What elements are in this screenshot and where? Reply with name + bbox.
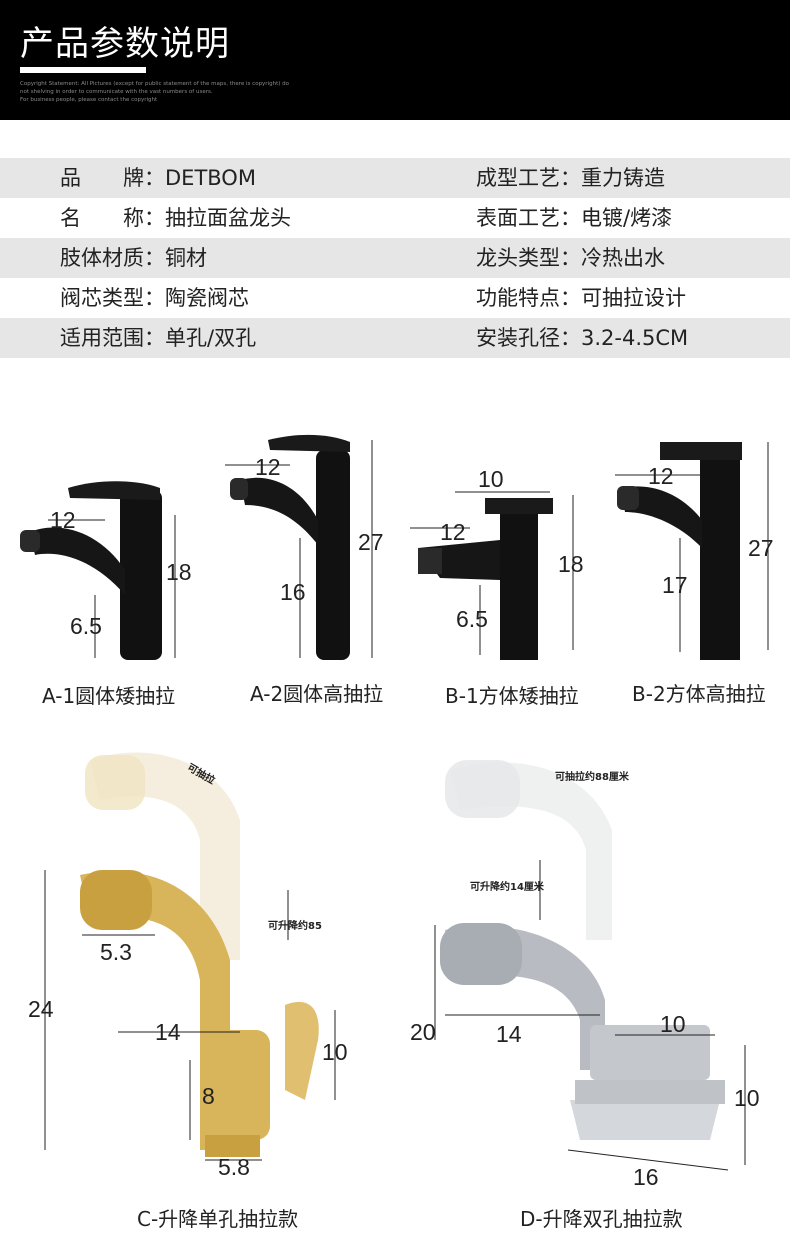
faucet-b1-image bbox=[418, 498, 553, 660]
dim-a1-height: 18 bbox=[166, 559, 192, 585]
dim-b1-base: 6.5 bbox=[456, 606, 488, 632]
note-c-lift: 可升降约85 bbox=[268, 919, 322, 932]
caption-a1: A-1圆体矮抽拉 bbox=[42, 684, 176, 708]
spec-brand: 品 牌：DETBOM bbox=[60, 166, 256, 190]
spec-row: 肢体材质：铜材 龙头类型：冷热出水 bbox=[0, 238, 790, 278]
spec-type: 龙头类型：冷热出水 bbox=[476, 246, 665, 270]
caption-a2: A-2圆体高抽拉 bbox=[250, 682, 384, 706]
note-d-lift: 可升降约14厘米 bbox=[470, 880, 545, 893]
dim-c-handle: 10 bbox=[322, 1039, 348, 1065]
faucet-b2-image bbox=[617, 442, 742, 660]
dim-d-handle: 10 bbox=[734, 1085, 760, 1111]
caption-b2: B-2方体高抽拉 bbox=[632, 682, 766, 706]
spec-row: 适用范围：单孔/双孔 安装孔径：3.2-4.5CM bbox=[0, 318, 790, 358]
copyright-line: For business people, please contact the … bbox=[20, 97, 158, 103]
dim-a2-height: 27 bbox=[358, 529, 384, 555]
faucet-c-image bbox=[80, 752, 319, 1157]
dim-d-base-w: 16 bbox=[633, 1164, 659, 1190]
page-title: 产品参数说明 bbox=[20, 24, 230, 64]
title-underline bbox=[20, 67, 146, 73]
spec-row: 品 牌：DETBOM 成型工艺：重力铸造 bbox=[0, 158, 790, 198]
copyright-line: not shelving in order to communicate wit… bbox=[20, 89, 213, 95]
copyright-line: Copyright Statement: All Pictures (excep… bbox=[20, 81, 289, 87]
dim-b1-spout: 12 bbox=[440, 519, 466, 545]
dim-b1-height: 18 bbox=[558, 551, 584, 577]
dim-c-nozzle: 5.3 bbox=[100, 939, 132, 965]
spec-table: 品 牌：DETBOM 成型工艺：重力铸造 名 称：抽拉面盆龙头 表面工艺：电镀/… bbox=[0, 158, 790, 358]
dim-a2-spout: 12 bbox=[255, 454, 281, 480]
dim-d-reach: 14 bbox=[496, 1021, 522, 1047]
faucet-a1-image bbox=[20, 481, 162, 660]
note-d-pull: 可抽拉约88厘米 bbox=[555, 770, 630, 783]
dim-c-base-h: 8 bbox=[202, 1083, 215, 1109]
faucet-row-lift: 5.3 24 14 10 8 5.8 可升降约85 可抽拉 20 14 10 1… bbox=[28, 752, 760, 1190]
spec-material: 肢体材质：铜材 bbox=[60, 246, 207, 270]
dim-c-base-w: 5.8 bbox=[218, 1154, 250, 1180]
dim-a2-base: 16 bbox=[280, 579, 306, 605]
dim-b2-height: 27 bbox=[748, 535, 774, 561]
caption-c: C-升降单孔抽拉款 bbox=[137, 1207, 299, 1231]
spec-feature: 功能特点：可抽拉设计 bbox=[476, 286, 686, 310]
dim-b2-spout: 12 bbox=[648, 463, 674, 489]
dim-b2-base: 17 bbox=[662, 572, 688, 598]
dim-line bbox=[567, 1149, 729, 1171]
spec-row: 阀芯类型：陶瓷阀芯 功能特点：可抽拉设计 bbox=[0, 278, 790, 318]
faucet-row-black: 12 18 6.5 12 27 16 10 12 18 6.5 12 27 17 bbox=[20, 434, 774, 660]
caption-d: D-升降双孔抽拉款 bbox=[520, 1207, 683, 1231]
header-banner: 产品参数说明 Copyright Statement: All Pictures… bbox=[0, 0, 790, 120]
dim-c-reach: 14 bbox=[155, 1019, 181, 1045]
copyright-notice: Copyright Statement: All Pictures (excep… bbox=[20, 80, 320, 104]
caption-b1: B-1方体矮抽拉 bbox=[445, 684, 579, 708]
dim-d-height: 20 bbox=[410, 1019, 436, 1045]
spec-usage: 适用范围：单孔/双孔 bbox=[60, 326, 257, 350]
dim-d-top: 10 bbox=[660, 1011, 686, 1037]
spec-surface: 表面工艺：电镀/烤漆 bbox=[476, 206, 673, 230]
spec-row: 名 称：抽拉面盆龙头 表面工艺：电镀/烤漆 bbox=[0, 198, 790, 238]
dim-a1-base: 6.5 bbox=[70, 613, 102, 639]
dim-c-height: 24 bbox=[28, 996, 54, 1022]
spec-valve: 阀芯类型：陶瓷阀芯 bbox=[60, 286, 249, 310]
spec-hole: 安装孔径：3.2-4.5CM bbox=[476, 326, 689, 350]
dim-a1-spout: 12 bbox=[50, 507, 76, 533]
faucet-a2-image bbox=[230, 434, 350, 660]
spec-forming: 成型工艺：重力铸造 bbox=[476, 166, 665, 190]
dim-b1-top: 10 bbox=[478, 466, 504, 492]
faucet-d-image bbox=[440, 760, 725, 1140]
spec-name: 名 称：抽拉面盆龙头 bbox=[60, 206, 291, 230]
